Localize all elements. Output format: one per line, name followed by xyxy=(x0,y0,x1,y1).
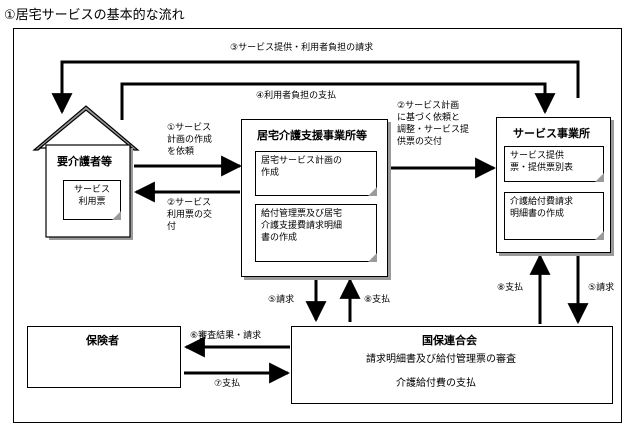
flow-label-f6: ⑥審査結果・請求 xyxy=(190,331,262,341)
federation-box xyxy=(291,326,613,404)
diagram-frame xyxy=(13,28,622,423)
flow-label-f8b: ⑧支払 xyxy=(497,283,524,293)
f2-line-2: 利用票の交 xyxy=(167,210,213,220)
user-doc-line-2: 利用票 xyxy=(78,197,106,207)
flow-label-f2b: ②サービス計画 に基づく依頼と 調整・サービス提 供票の交付 xyxy=(397,100,469,148)
user-doc-service-usage: サービス 利用票 xyxy=(63,180,121,220)
service-office-doc-claim: 介護給付費請求 明細書の作成 xyxy=(504,192,604,240)
f2b-line-1: ②サービス計画 xyxy=(397,101,460,111)
f1-line-2: 計画の作成 xyxy=(167,135,213,145)
diagram-title: ①居宅サービスの基本的な流れ xyxy=(4,8,185,23)
flow-label-f5a: ⑤請求 xyxy=(268,295,295,305)
flow-label-f4: ④利用者負担の支払 xyxy=(256,91,337,101)
service-office-label: サービス事業所 xyxy=(513,127,590,140)
care-doc2-line-1: 給付管理票及び居宅 xyxy=(261,209,343,219)
care-doc2-line-2: 介護支援費請求明細 xyxy=(261,221,343,231)
user-doc-line-1: サービス xyxy=(73,185,110,195)
insurer-box xyxy=(27,326,181,388)
user-label: 要介護者等 xyxy=(57,155,112,168)
service-office-doc-provision: サービス提供 票・提供票別表 xyxy=(504,146,604,182)
svc-doc2-line-2: 明細書の作成 xyxy=(510,209,565,219)
flow-label-f7: ⑦支払 xyxy=(214,379,241,389)
care-office-doc-plan: 居宅サービス計画の 作成 xyxy=(255,151,377,196)
care-doc1-line-1: 居宅サービス計画の xyxy=(261,156,343,166)
federation-line-2: 介護給付費の支払 xyxy=(396,378,476,389)
f2b-line-3: 調整・サービス提 xyxy=(397,125,470,135)
care-office-label: 居宅介護支援事業所等 xyxy=(257,129,367,142)
insurer-label: 保険者 xyxy=(86,334,119,347)
flow-label-f1: ①サービス 計画の作成 を依頼 xyxy=(167,122,212,158)
flow-label-f5b: ⑤請求 xyxy=(588,283,615,293)
f2b-line-4: 供票の交付 xyxy=(397,137,443,147)
care-doc2-line-3: 書の作成 xyxy=(261,233,298,243)
care-doc1-line-2: 作成 xyxy=(261,168,280,178)
flow-label-f2: ②サービス 利用票の交 付 xyxy=(167,197,212,233)
federation-label: 国保連合会 xyxy=(422,334,477,347)
care-office-doc-billing: 給付管理票及び居宅 介護支援費請求明細 書の作成 xyxy=(255,204,377,262)
arrow-f4 xyxy=(120,82,556,120)
svc-doc2-line-1: 介護給付費請求 xyxy=(510,197,574,207)
svc-doc1-line-2: 票・提供票別表 xyxy=(510,163,574,173)
f2b-line-2: に基づく依頼と xyxy=(397,113,461,123)
flow-label-f3: ③サービス提供・利用者負担の請求 xyxy=(230,43,374,53)
federation-line-1: 請求明細書及び給付管理票の審査 xyxy=(366,354,516,365)
f1-line-3: を依頼 xyxy=(167,147,195,157)
svc-doc1-line-1: サービス提供 xyxy=(510,151,565,161)
f1-line-1: ①サービス xyxy=(167,123,212,133)
flow-label-f8a: ⑧支払 xyxy=(364,295,391,305)
f2-line-1: ②サービス xyxy=(167,198,212,208)
arrow-f3 xyxy=(51,60,580,115)
f2-line-3: 付 xyxy=(167,222,177,232)
